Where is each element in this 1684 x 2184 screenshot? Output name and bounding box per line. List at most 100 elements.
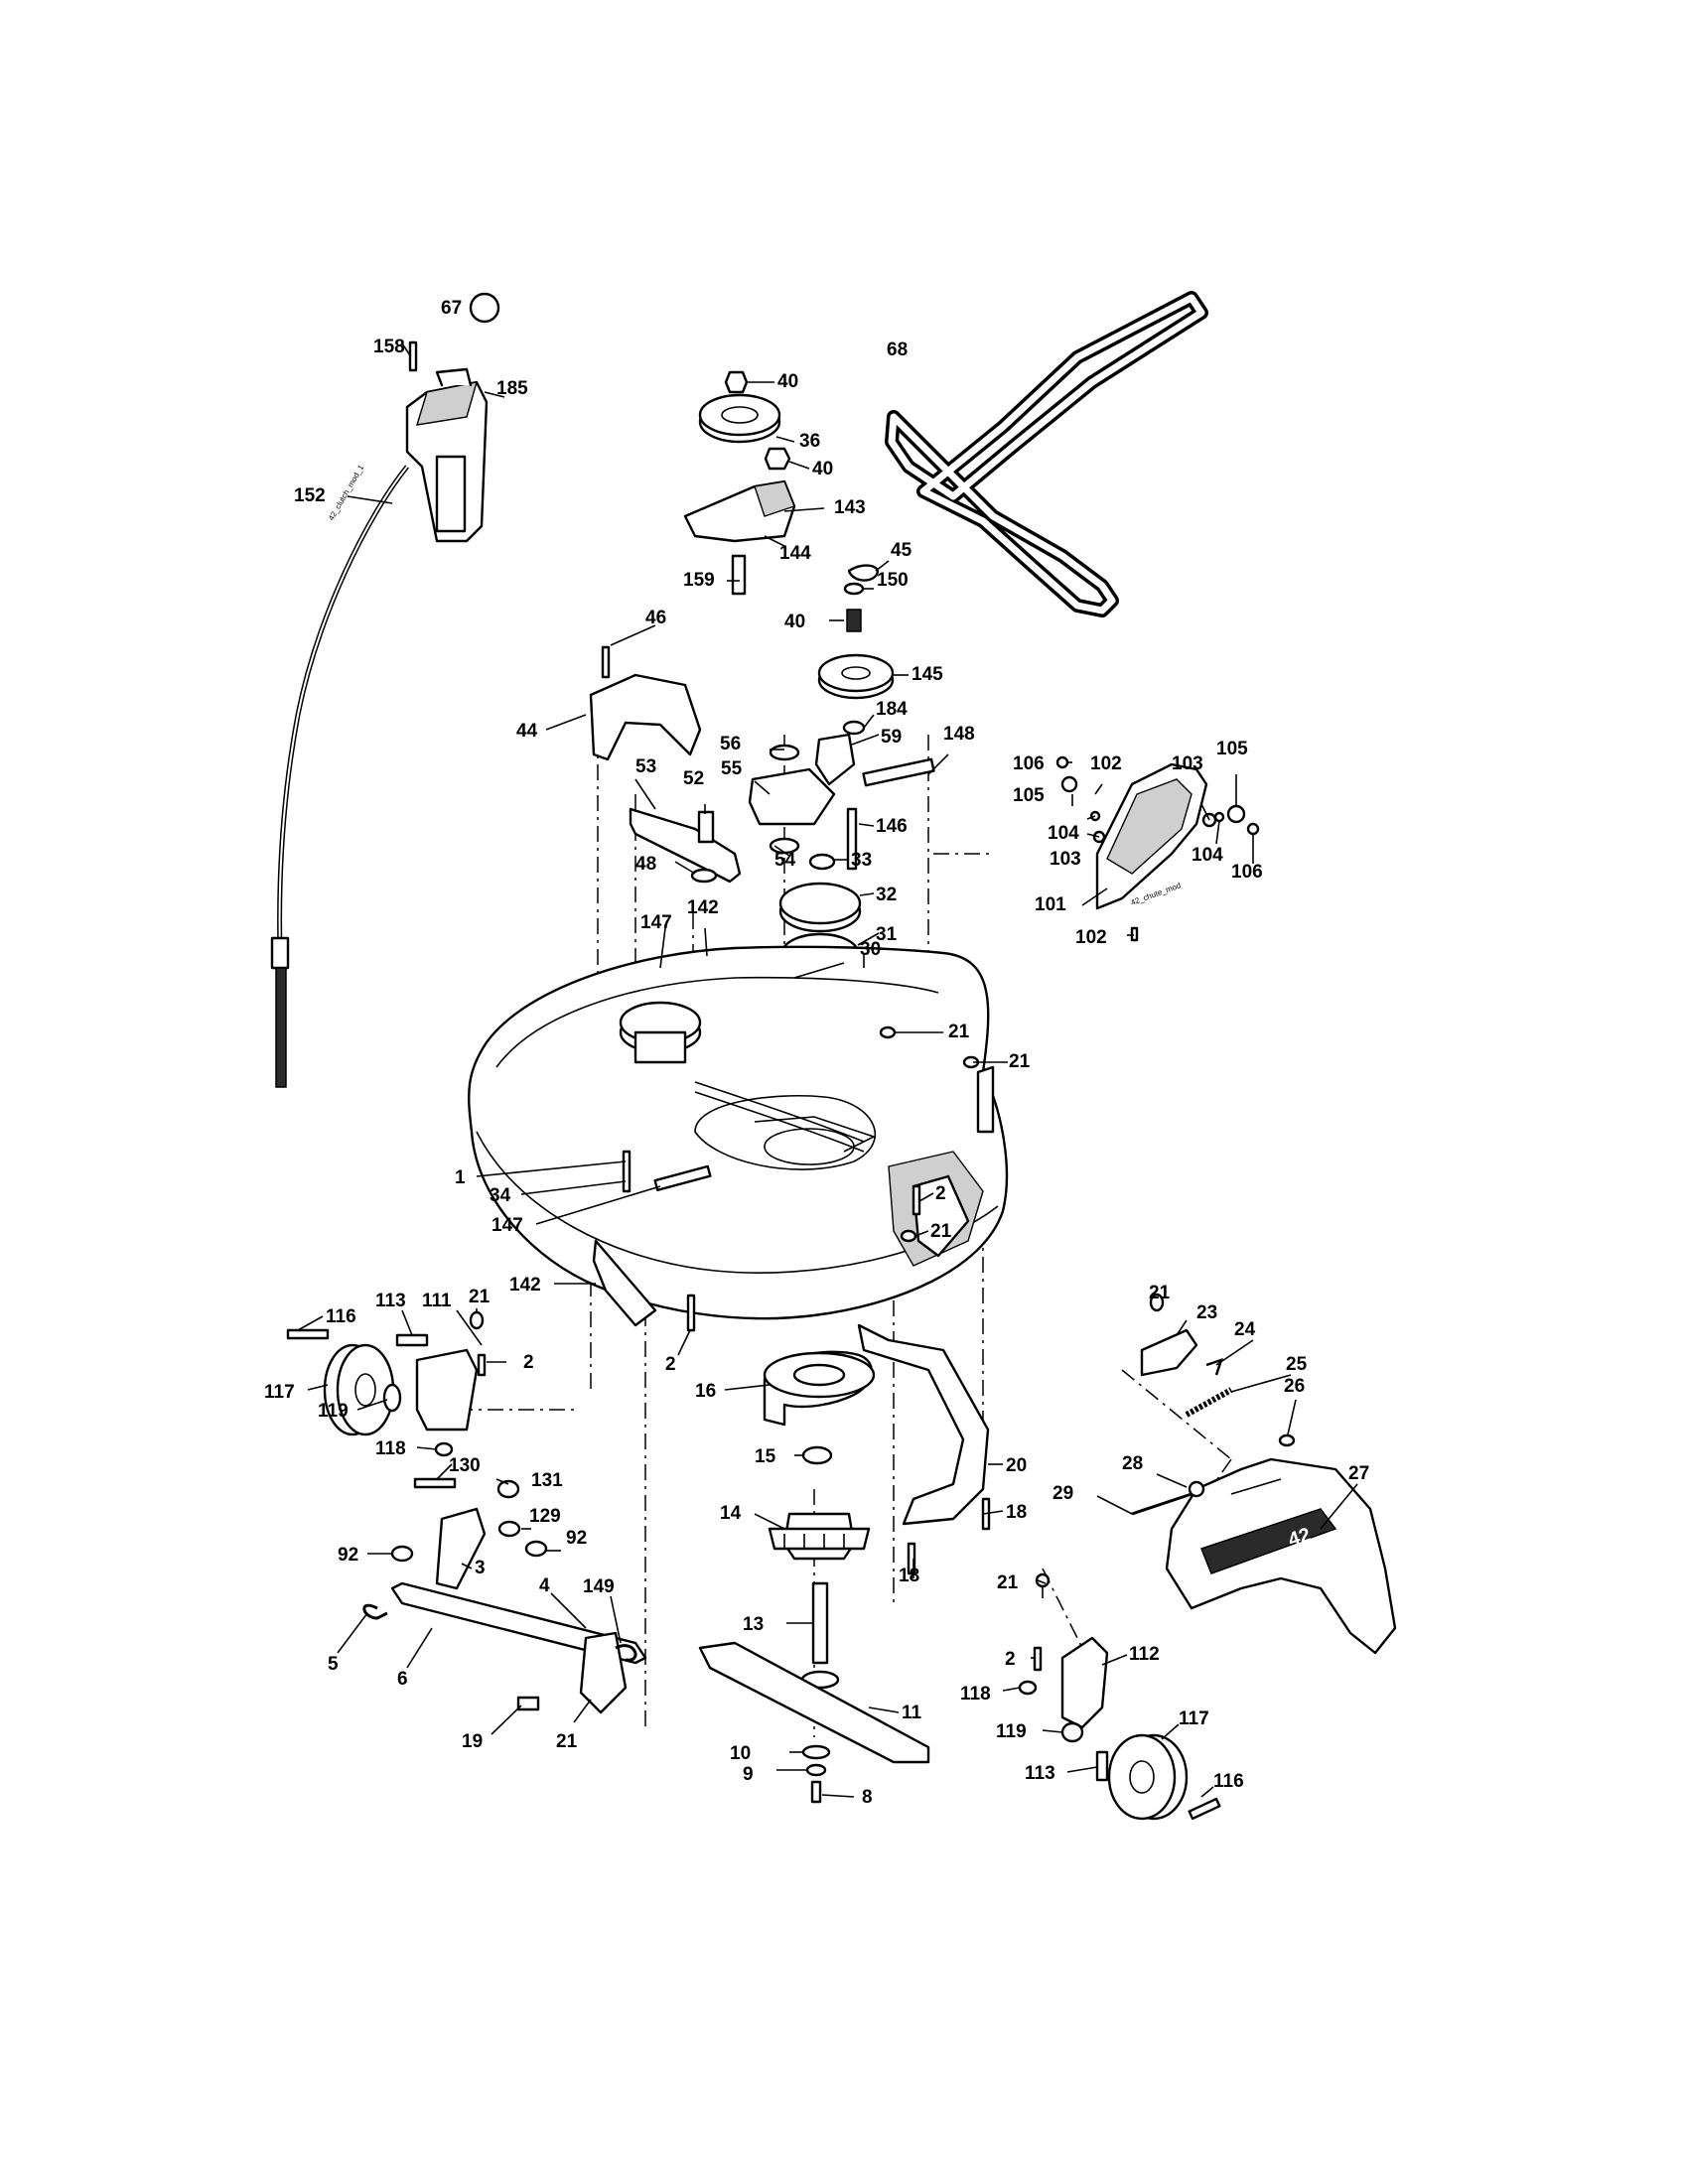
bolt-34 bbox=[622, 1150, 632, 1193]
callout-101: 101 bbox=[1035, 894, 1066, 915]
spring-104b bbox=[1213, 811, 1225, 823]
callout-142: 142 bbox=[687, 897, 719, 918]
callout-44: 44 bbox=[516, 721, 538, 742]
callout-147: 147 bbox=[491, 1215, 523, 1236]
clip-5 bbox=[362, 1603, 388, 1620]
callout-52: 52 bbox=[683, 768, 704, 789]
callout-21: 21 bbox=[930, 1221, 952, 1242]
bolt-159 bbox=[731, 554, 747, 596]
right-idler-stack bbox=[817, 564, 895, 736]
callout-34: 34 bbox=[490, 1185, 511, 1206]
callout-18: 18 bbox=[899, 1566, 919, 1586]
callout-116: 116 bbox=[326, 1306, 356, 1327]
spindle-housing-area bbox=[763, 1323, 991, 1575]
washer-48 bbox=[690, 868, 718, 884]
bracket-142-lower bbox=[592, 1239, 657, 1327]
callout-144: 144 bbox=[779, 543, 811, 564]
screw-158 bbox=[408, 341, 418, 372]
callout-2: 2 bbox=[935, 1183, 946, 1204]
screw-46 bbox=[601, 645, 611, 679]
bracket-112 bbox=[1060, 1636, 1109, 1729]
callout-27: 27 bbox=[1348, 1463, 1369, 1484]
bolt-19 bbox=[516, 1696, 540, 1711]
plate-55 bbox=[748, 767, 836, 826]
washer-10 bbox=[801, 1744, 831, 1760]
callout-103: 103 bbox=[1050, 849, 1081, 870]
callout-104: 104 bbox=[1048, 823, 1079, 844]
callout-21: 21 bbox=[556, 1731, 578, 1752]
pin-105a bbox=[1060, 775, 1078, 793]
callout-113: 113 bbox=[375, 1291, 406, 1311]
washer-56 bbox=[769, 744, 800, 761]
callout-147: 147 bbox=[640, 912, 672, 933]
callout-30: 30 bbox=[860, 939, 881, 960]
callout-158: 158 bbox=[373, 337, 405, 357]
callout-131: 131 bbox=[531, 1470, 563, 1491]
bolt-146 bbox=[846, 807, 858, 871]
callout-68: 68 bbox=[887, 340, 908, 360]
washer-150 bbox=[843, 582, 865, 596]
callout-103: 103 bbox=[1172, 753, 1203, 774]
callout-150: 150 bbox=[877, 570, 909, 591]
spacer-148 bbox=[862, 757, 935, 787]
callout-143: 143 bbox=[834, 497, 866, 518]
nut-33 bbox=[808, 853, 836, 871]
bolt-113-right bbox=[1095, 1750, 1109, 1782]
callout-159: 159 bbox=[683, 570, 715, 591]
callout-142: 142 bbox=[509, 1275, 541, 1296]
bracket-23 bbox=[1140, 1328, 1198, 1377]
clutch-cable-assembly: 42_clutch_mod_1 bbox=[270, 292, 500, 1088]
nut-92-right bbox=[524, 1540, 548, 1558]
callout-21: 21 bbox=[997, 1572, 1019, 1593]
bolt-2-rwheel bbox=[1033, 1646, 1043, 1672]
spindle-blade-assembly bbox=[698, 1512, 930, 1804]
callout-14: 14 bbox=[720, 1503, 742, 1524]
discharge-deflector: 42 bbox=[1131, 1457, 1397, 1655]
bracket-111 bbox=[415, 1348, 479, 1432]
callout-129: 129 bbox=[529, 1506, 561, 1527]
callout-106: 106 bbox=[1231, 862, 1263, 883]
callout-105: 105 bbox=[1013, 785, 1045, 806]
callout-55: 55 bbox=[721, 758, 743, 779]
callout-40: 40 bbox=[812, 459, 833, 479]
spacer-147-lower bbox=[653, 1164, 712, 1192]
blade-11 bbox=[698, 1641, 930, 1764]
callout-119: 119 bbox=[318, 1401, 349, 1422]
callout-40: 40 bbox=[784, 612, 805, 632]
nut-40-top bbox=[724, 370, 749, 394]
nut-92-left bbox=[390, 1545, 414, 1563]
link-6 bbox=[390, 1581, 647, 1665]
nut-21-top bbox=[879, 1025, 897, 1039]
deck-hardware bbox=[592, 1025, 980, 1332]
right-gauge-wheel bbox=[1018, 1572, 1221, 1821]
callout-185: 185 bbox=[496, 378, 528, 399]
callout-45: 45 bbox=[891, 540, 912, 561]
callout-31: 31 bbox=[876, 924, 898, 945]
callout-145: 145 bbox=[912, 664, 943, 685]
callout-111: 111 bbox=[422, 1291, 452, 1311]
callout-102: 102 bbox=[1090, 753, 1122, 774]
pin-105b bbox=[1226, 804, 1246, 824]
callout-21: 21 bbox=[948, 1022, 970, 1042]
callout-24: 24 bbox=[1234, 1319, 1256, 1340]
callout-2: 2 bbox=[665, 1354, 676, 1375]
belt-guard-44 bbox=[589, 673, 702, 761]
callout-36: 36 bbox=[799, 431, 820, 452]
callout-46: 46 bbox=[645, 608, 666, 628]
callout-2: 2 bbox=[1005, 1649, 1016, 1670]
pin-149 bbox=[615, 1644, 637, 1662]
callout-18: 18 bbox=[1006, 1502, 1027, 1523]
left-gauge-wheel bbox=[286, 1310, 487, 1457]
callout-112: 112 bbox=[1129, 1644, 1160, 1665]
callout-105: 105 bbox=[1216, 739, 1248, 759]
callout-8: 8 bbox=[862, 1787, 873, 1808]
spacer-119-right bbox=[1060, 1721, 1084, 1743]
callout-67: 67 bbox=[441, 298, 462, 319]
callout-15: 15 bbox=[755, 1446, 776, 1467]
bolt-2-wheel bbox=[477, 1353, 487, 1377]
spacer-119-left bbox=[382, 1383, 402, 1413]
callout-106: 106 bbox=[1013, 753, 1045, 774]
callout-25: 25 bbox=[1286, 1354, 1308, 1375]
leader-lines bbox=[297, 342, 1358, 1798]
